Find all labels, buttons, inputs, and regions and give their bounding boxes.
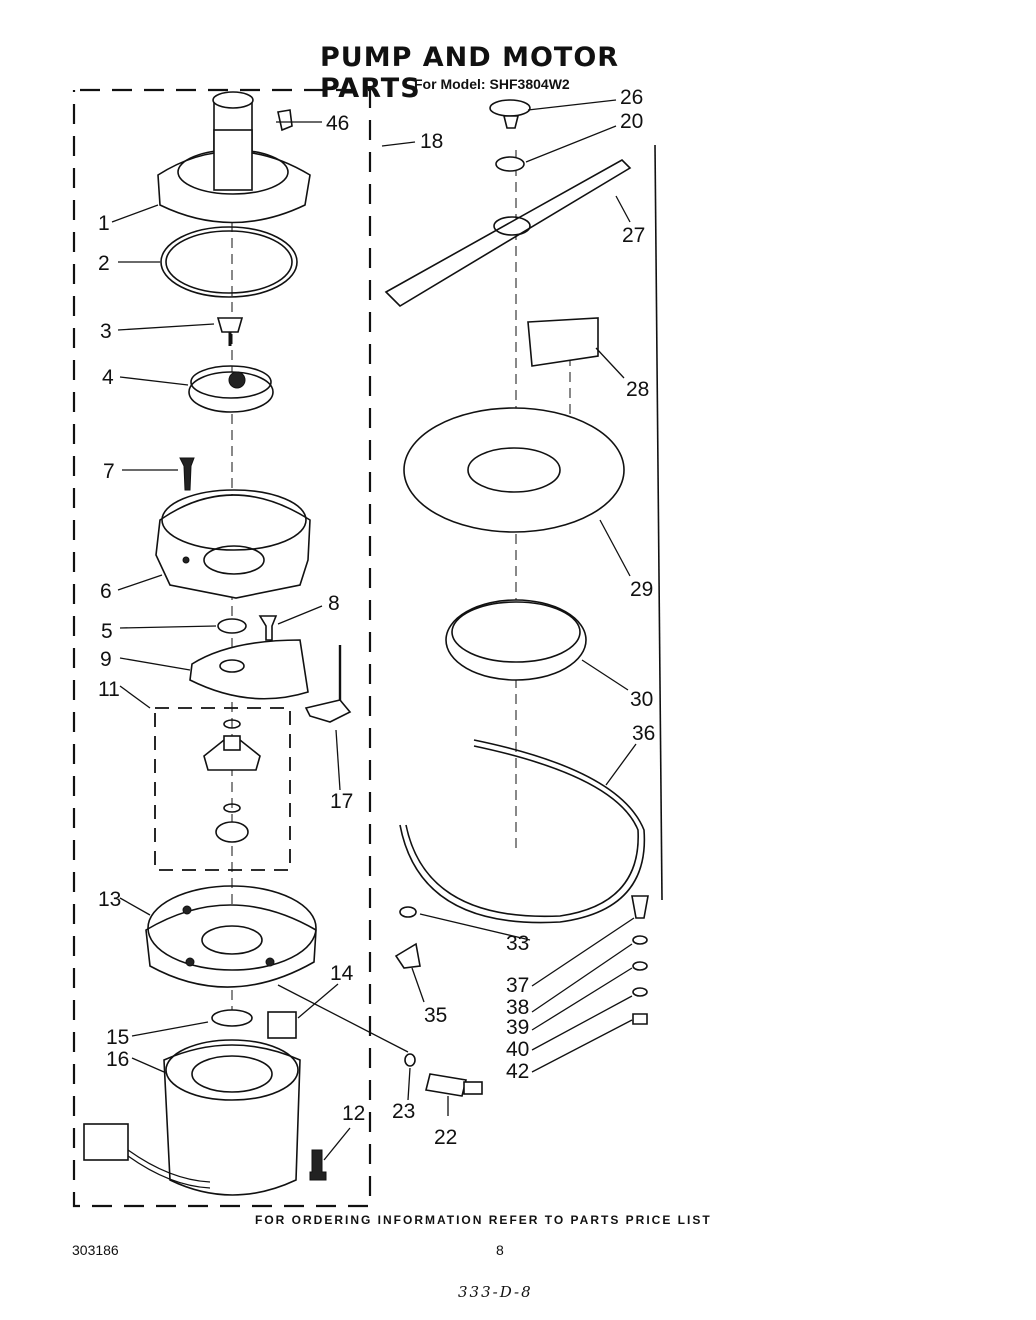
model-number: SHF3804W2	[489, 76, 570, 92]
callout-35: 35	[424, 1004, 447, 1027]
filter-ring-drawing	[445, 599, 587, 681]
callout-20: 20	[620, 110, 643, 133]
small-o-ring-drawing	[404, 1053, 416, 1067]
callout-6: 6	[100, 580, 112, 603]
callout-13: 13	[98, 888, 121, 911]
impeller-drawing	[188, 371, 274, 413]
model-line: For Model:SHF3804W2	[414, 76, 574, 92]
callout-8: 8	[328, 592, 340, 615]
terminal-drawing	[304, 645, 352, 723]
callout-28: 28	[626, 378, 649, 401]
seal-ring-drawing	[160, 226, 298, 298]
gasket-plate-drawing	[189, 639, 309, 700]
washer-20-drawing	[495, 156, 525, 172]
callout-12: 12	[342, 1102, 365, 1125]
callout-15: 15	[106, 1026, 129, 1049]
heating-element-drawing	[399, 739, 646, 924]
callout-37: 37	[506, 974, 529, 997]
handwritten-code: 333-D-8	[458, 1283, 533, 1301]
clip-33-drawing	[399, 906, 417, 918]
callout-42: 42	[506, 1060, 529, 1083]
cap-drawing	[489, 99, 531, 117]
callout-33: 33	[506, 932, 529, 955]
filter-disc-drawing	[403, 407, 625, 533]
callout-22: 22	[434, 1126, 457, 1149]
motor-mount-drawing	[145, 885, 317, 988]
callout-1: 1	[98, 212, 110, 235]
callout-39: 39	[506, 1016, 529, 1039]
callout-38: 38	[506, 996, 529, 1019]
spray-arm-drawing	[384, 159, 632, 308]
callout-7: 7	[103, 460, 115, 483]
bolt-drawing	[309, 1149, 327, 1181]
pump-housing-cover-drawing	[157, 91, 311, 224]
callout-46: 46	[326, 112, 349, 135]
pump-base-drawing	[155, 489, 311, 599]
screw-8-drawing	[258, 615, 278, 641]
right-rule-line	[654, 144, 663, 901]
bracket-drawing	[394, 942, 421, 969]
callout-26: 26	[620, 86, 643, 109]
clip-drawing	[277, 109, 293, 132]
callout-16: 16	[106, 1048, 129, 1071]
sensor-drawing	[425, 1073, 483, 1097]
callout-27: 27	[622, 224, 645, 247]
callout-17: 17	[330, 790, 353, 813]
fastener-stack-drawing	[631, 895, 649, 1025]
pump-assembly-frame	[72, 88, 372, 1208]
callout-3: 3	[100, 320, 112, 343]
callout-36: 36	[632, 722, 655, 745]
screw-drawing	[179, 457, 195, 491]
callout-18: 18	[420, 130, 443, 153]
motor-drawing	[83, 1039, 301, 1196]
callout-14: 14	[330, 962, 354, 985]
callout-30: 30	[630, 688, 653, 711]
callout-29: 29	[630, 578, 653, 601]
callout-23: 23	[392, 1100, 415, 1123]
page-title: PUMP AND MOTOR PARTS	[320, 42, 620, 104]
ordering-note: FOR ORDERING INFORMATION REFER TO PARTS …	[255, 1213, 712, 1227]
impeller-nut-drawing	[216, 317, 244, 333]
motor-internals-drawing	[203, 719, 261, 843]
document-number: 303186	[72, 1242, 119, 1258]
guard-drawing	[527, 317, 599, 367]
callout-4: 4	[102, 366, 114, 389]
callout-11: 11	[98, 678, 120, 701]
washer-drawing	[217, 618, 247, 634]
callout-9: 9	[100, 648, 112, 671]
callout-40: 40	[506, 1038, 529, 1061]
motor-subassembly-frame	[154, 707, 291, 871]
model-label: For Model:	[414, 76, 486, 92]
callout-2: 2	[98, 252, 110, 275]
callout-5: 5	[101, 620, 113, 643]
washer-15-drawing	[211, 1009, 253, 1027]
page-number: 8	[496, 1242, 504, 1258]
brush-block-drawing	[267, 1011, 297, 1039]
